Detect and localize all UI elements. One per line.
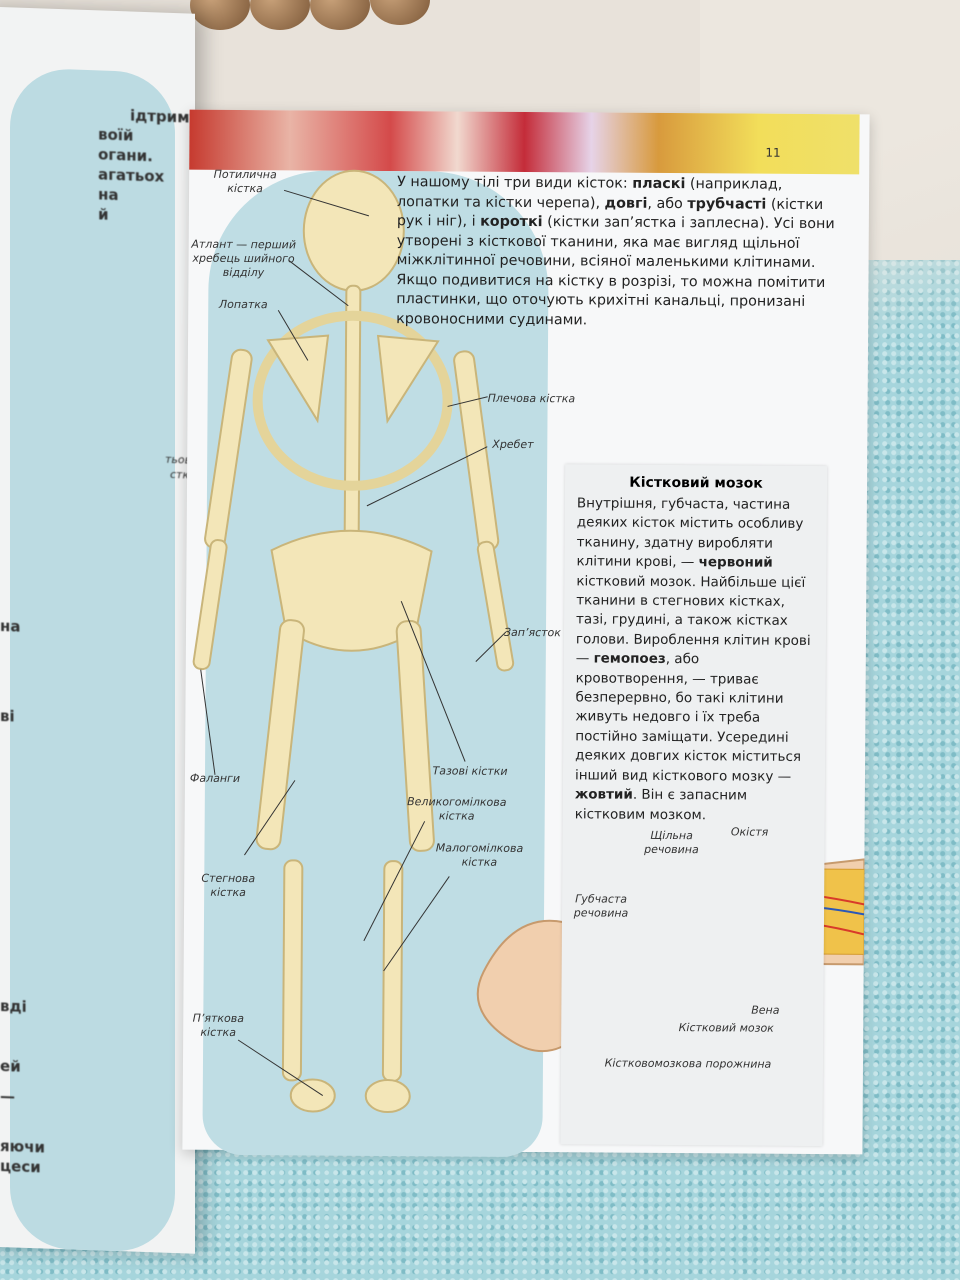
label-spongy-bone: Губчаста речовина [573,892,629,920]
label-scapula: Лопатка [218,297,268,312]
label-atlas: Атлант — перший хребець шийного відділу [191,237,297,279]
label-vein: Вена [751,1003,780,1017]
left-text: — [0,1086,15,1106]
box-text-part: , або кровотворення, — триває безперервн… [574,651,802,785]
left-text: на [0,616,21,636]
spine [343,284,362,557]
label-humerus: Плечова кістка [487,391,576,406]
label-pelvis: Тазові кістки [432,764,508,778]
left-text: ей [0,1056,21,1076]
box-title: Кістковий мозок [629,474,763,492]
right-page: 11 [182,109,870,1158]
box-text: Внутрішня, губчаста, частина деяких кіст… [575,494,815,826]
term-long: довгі [604,195,648,212]
left-text: й [98,205,109,224]
label-femur: Стегнова кістка [201,871,256,899]
left-text: воїй [98,125,134,145]
label-heel: П’яткова кістка [192,1011,245,1039]
left-text: огани. [98,145,153,166]
label-compact-bone: Щільна речовина [644,828,699,856]
term-flat: пласкі [632,175,686,193]
label-spine: Хребет [492,437,534,452]
intro-text: (кістки зап’ястка і заплесна). Усі вони … [396,214,835,328]
intro-text: У нашому тілі три види кісток: [397,174,633,192]
label-marrow-cavity: Кістковомозкова порожнина [604,1056,772,1071]
term-short: короткі [480,213,543,231]
term-yellow: жовтий [574,786,633,803]
ribcage [252,310,453,491]
left-text: цеси [0,1156,41,1177]
label-tibia: Великогомілкова кістка [407,795,507,823]
left-page: ідтримує воїй огани. агатьох на й тьова … [0,6,208,1254]
pelvis [270,529,433,652]
term-tubular: трубчасті [687,195,767,213]
intro-paragraph: У нашому тілі три види кісток: пласкі (н… [396,173,837,332]
left-text: вді [0,996,27,1016]
intro-text: , або [647,195,688,212]
label-phalanges: Фаланги [189,771,241,786]
label-bone-marrow: Кістковий мозок [678,1021,774,1035]
left-text: ві [0,706,15,726]
skull [302,169,405,292]
bone-marrow-box: Кістковий мозок Внутрішня, губчаста, час… [560,464,828,1147]
left-text: яючи [0,1136,46,1157]
label-fibula: Малогомілкова кістка [435,841,524,869]
term-red: червоний [698,554,773,571]
label-periosteum: Окістя [730,825,769,839]
left-text: агатьох [98,165,165,186]
left-text: на [98,185,119,205]
label-occipital: Потилична кістка [213,167,277,195]
term-hemopoiesis: гемопоез [593,650,666,668]
left-skeleton-illustration [10,67,175,1254]
scapula-left [266,334,330,424]
scapula-right [376,334,440,424]
